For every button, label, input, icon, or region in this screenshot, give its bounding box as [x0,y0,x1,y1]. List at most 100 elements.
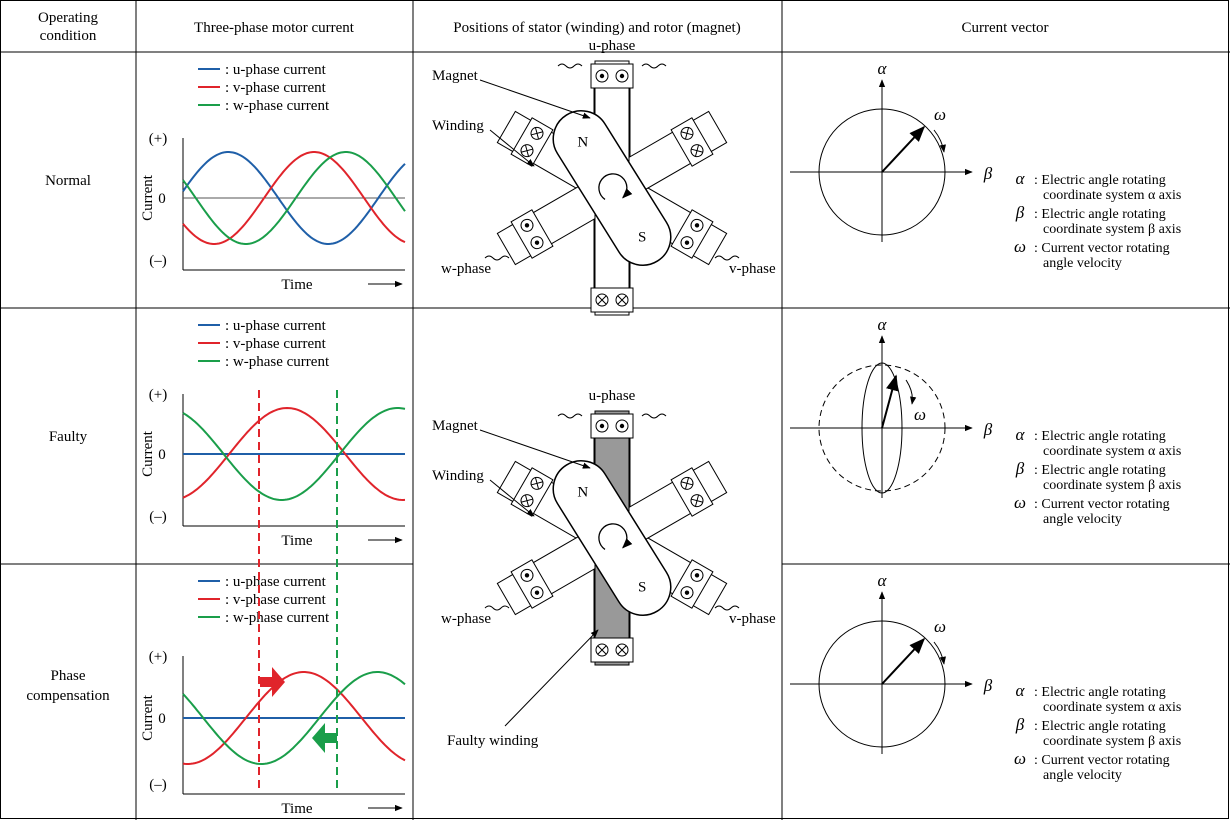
lead-wire [714,605,740,611]
cross-mark [597,645,607,655]
lead-wire [641,413,667,419]
magnet-label: Magnet [432,68,479,84]
desc-line2: coordinate system α axis [1043,444,1181,459]
desc-line2: angle velocity [1043,256,1122,271]
alpha-label: α [878,315,888,334]
x-axis-label: Time [281,801,312,817]
omega-arrow [905,379,917,405]
y-tick-zero: 0 [158,711,166,727]
y-tick-zero: 0 [158,447,166,463]
v-phase-curve [182,671,406,765]
desc-line2: angle velocity [1043,512,1122,527]
south-label: S [638,229,646,245]
legend-label: : w-phase current [225,610,330,626]
dot-mark [684,590,690,595]
winding-pointer [489,479,535,517]
desc-line2: coordinate system β axis [1043,734,1181,749]
legend-label: : w-phase current [225,98,330,114]
coil [510,559,554,609]
dot-mark [534,240,540,245]
shift-right-arrow [260,667,285,697]
south-label: S [638,579,646,595]
desc-symbol: β [1015,203,1025,222]
legend-label: : v-phase current [225,592,327,608]
y-tick-minus: (–) [149,777,167,793]
desc-symbol: ω [1014,237,1026,256]
header-condition-line1: Operating [38,10,98,26]
cross-mark [681,477,693,489]
legend-label: : u-phase current [225,318,327,334]
rotor: NS [552,460,672,616]
u-phase-label: u-phase [589,38,636,54]
current-plot-normal: : u-phase current: v-phase current: w-ph… [140,62,406,293]
beta-label: β [983,420,993,439]
lead-wire [714,255,740,261]
y-axis-label: Current [140,430,156,477]
desc-line1: : Electric angle rotating [1034,429,1166,444]
beta-label: β [983,164,993,183]
winding-label: Winding [432,118,484,134]
current-plot-faulty: : u-phase current: v-phase current: w-ph… [140,318,406,549]
coil [590,63,634,89]
u-phase-curve [182,151,406,245]
x-axis-label: Time [281,533,312,549]
current-vector [881,374,899,429]
coil [590,287,634,313]
shift-left-arrow [312,723,337,753]
cross-mark [617,645,627,655]
cross-mark [691,145,703,157]
header-condition-line2: condition [40,28,97,44]
desc-symbol: ω [1014,749,1026,768]
dashed-markers [258,390,338,792]
desc-line1: : Electric angle rotating [1034,207,1166,222]
winding-label: Winding [432,468,484,484]
current-vector [881,637,926,685]
desc-line1: : Electric angle rotating [1034,463,1166,478]
desc-symbol: β [1015,715,1025,734]
v-phase-label: v-phase [729,261,776,277]
cross-mark [617,295,627,305]
desc-line2: angle velocity [1043,768,1122,783]
north-label: N [577,134,588,150]
magnet-label: Magnet [432,418,479,434]
current-plots: : u-phase current : v-phase current : w-ph… [140,62,406,817]
rotor: NS [552,110,672,266]
row-label-faulty: Faulty [49,429,88,445]
lead-wire [484,255,510,261]
y-axis-label: Current [140,174,156,221]
desc-line2: coordinate system α axis [1043,188,1181,203]
omega-label: ω [914,405,926,424]
w-phase-label: w-phase [441,261,491,277]
current-ellipse [861,362,903,494]
legend-label: : w-phase current [225,354,330,370]
v-phase-curve [182,151,406,245]
row-label-phase-line2: compensation [26,688,110,704]
coil [510,117,554,167]
reference-circle [818,620,946,748]
omega-label: ω [934,617,946,636]
dot-mark [684,240,690,245]
dot-mark [694,573,700,578]
coil [510,467,554,517]
desc-symbol: α [1016,425,1026,444]
cross-mark [521,145,533,157]
omega-label: ω [934,105,946,124]
current-vector [881,125,926,173]
y-axis-label: Current [140,694,156,741]
rotation-arrow [598,173,633,200]
dot-mark [599,73,605,79]
desc-line1: : Current vector rotating [1034,497,1170,512]
legend-label: : u-phase current [225,574,327,590]
dot-mark [619,423,625,429]
magnet-pointer [479,429,591,469]
legend-label: : v-phase current [225,80,327,96]
y-tick-plus: (+) [149,387,167,403]
alpha-label: α [878,59,888,78]
desc-symbol: β [1015,459,1025,478]
cross-mark [681,127,693,139]
header-current: Three-phase motor current [194,20,355,36]
